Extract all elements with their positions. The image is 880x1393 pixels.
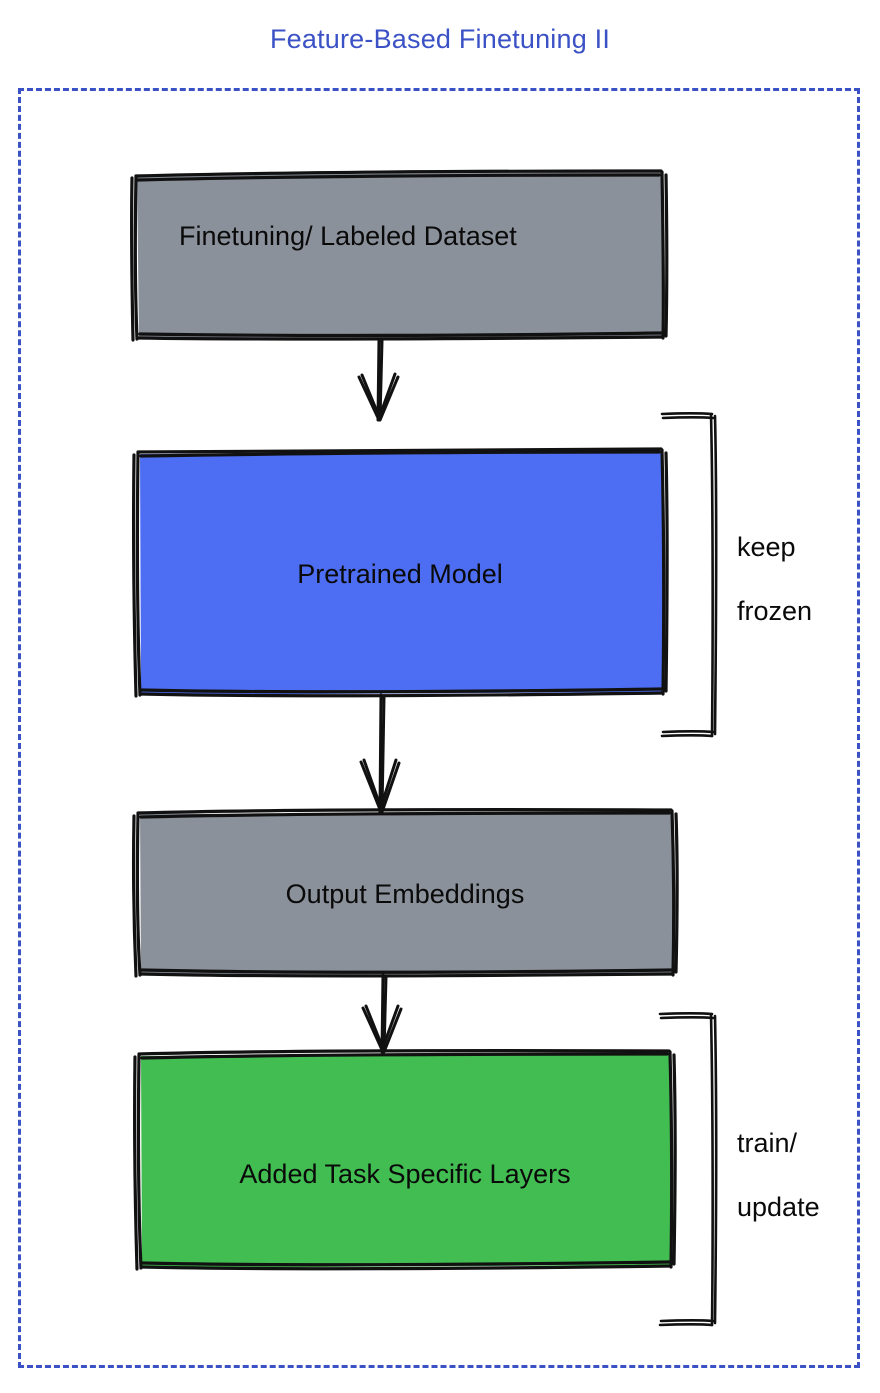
bracket-label-train-update: train/ update [737, 1096, 820, 1255]
node-output-embeddings[interactable] [137, 811, 675, 976]
dashed-boundary-frame [18, 88, 860, 1368]
node-added-task-specific-layers[interactable] [137, 1052, 673, 1269]
node-label-added-task-specific-layers: Added Task Specific Layers [239, 1159, 571, 1189]
node-label-output-embeddings: Output Embeddings [285, 879, 525, 909]
node-label-finetuning-dataset: Finetuning/ Labeled Dataset [179, 221, 517, 251]
bracket-label-train-update-line2: update [737, 1191, 820, 1222]
node-finetuning-dataset[interactable] [136, 172, 666, 340]
page-title: Feature-Based Finetuning II [269, 24, 611, 54]
bracket-label-keep-frozen-line1: keep [737, 531, 796, 562]
bracket-label-keep-frozen: keep frozen [737, 500, 812, 659]
node-pretrained-model[interactable] [137, 450, 665, 696]
node-label-pretrained-model: Pretrained Model [297, 559, 503, 589]
bracket-label-train-update-line1: train/ [737, 1127, 798, 1158]
bracket-label-keep-frozen-line2: frozen [737, 595, 813, 626]
